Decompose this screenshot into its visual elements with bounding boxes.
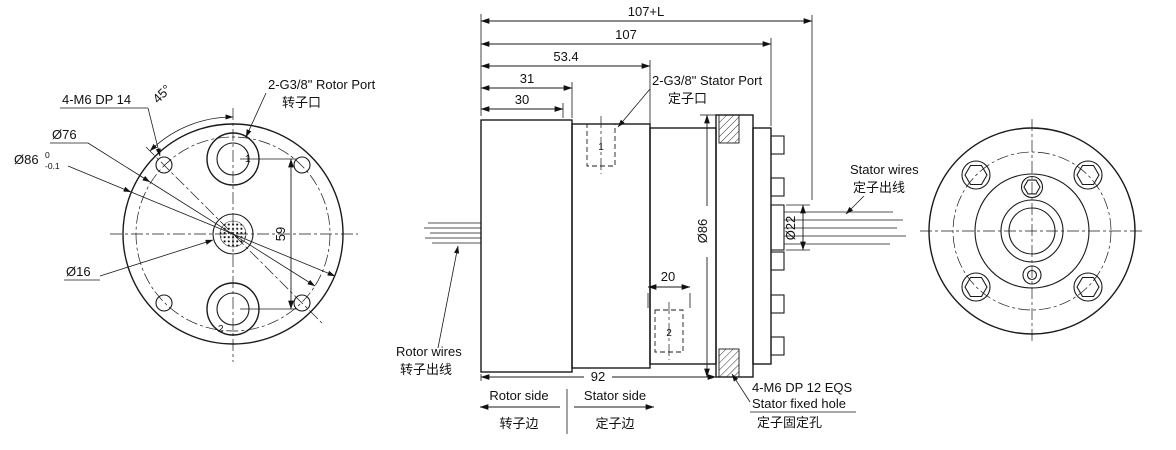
dim-59: 59 (240, 158, 297, 310)
label-rotor-wires: Rotor wires 转子出线 (396, 245, 462, 377)
label-fixed-hole: 4-M6 DP 12 EQS Stator fixed hole 定子固定孔 (731, 373, 856, 430)
stator-body (649, 127, 717, 365)
port-1-number: 1 (245, 154, 251, 165)
dim-92: 92 (480, 369, 717, 384)
label-stator-wires: Stator wires 定子出线 (845, 162, 919, 215)
wire-connector (770, 204, 785, 251)
section-port-1-number: 1 (598, 142, 604, 153)
rotor-mid-body (571, 123, 651, 369)
hub-hole-bottom (1022, 265, 1042, 285)
rotor-port-cn: 转子口 (282, 95, 321, 110)
side-legend: Rotor side Stator side 转子边 定子边 (479, 388, 655, 434)
dim-53-4: 53.4 (480, 49, 651, 126)
hex-bolt-sw (961, 272, 991, 302)
dim-30: 30 (480, 92, 564, 118)
dim-107: 107 (480, 27, 772, 126)
stator-wires-en: Stator wires (850, 162, 919, 177)
dim-107L-text: 107+L (628, 4, 665, 19)
rotor-body (480, 119, 573, 373)
fixed-hole-top (718, 114, 740, 144)
fixed-hole-cn: 定子固定孔 (757, 415, 822, 430)
dim-dia22: Ø22 (783, 204, 810, 251)
dim-30-text: 30 (515, 92, 529, 107)
hex-bolt-nw (961, 160, 991, 190)
fixed-hole-line1: 4-M6 DP 12 EQS (752, 380, 853, 395)
mount-hole-sw (155, 294, 173, 312)
center-bore (212, 213, 254, 255)
dim-53-4-text: 53.4 (553, 49, 578, 64)
rotor-wires-cn: 转子出线 (400, 362, 452, 377)
left-view: 1 2 59 45° 4-M6 DP 14 Ø76 (14, 77, 376, 362)
center-bore-outer (1000, 199, 1064, 263)
hex-bolt-ne (1073, 160, 1103, 190)
dia22-text: Ø22 (783, 216, 798, 241)
hex-screw-top (1020, 175, 1044, 199)
section-port-2-number: 2 (666, 328, 672, 339)
hidden-port-1: 1 (586, 116, 616, 174)
right-view (920, 119, 1144, 343)
label-dia16: Ø16 (64, 239, 214, 281)
dim-59-text: 59 (273, 227, 288, 241)
dia16-text: Ø16 (66, 264, 91, 279)
dia86-tol-upper: 0 (45, 150, 50, 160)
dim-31: 31 (480, 71, 573, 118)
mount-hole-nw (155, 156, 173, 174)
end-face-outer-circle (928, 127, 1136, 335)
rotor-wires-en: Rotor wires (396, 344, 462, 359)
stator-port-cn: 定子口 (668, 91, 707, 106)
stator-port-en: 2-G3/8" Stator Port (652, 73, 762, 88)
stator-side-en: Stator side (584, 388, 646, 403)
hidden-port-2: 2 (654, 302, 684, 360)
stator-side-cn: 定子边 (595, 416, 634, 431)
label-4m6: 4-M6 DP 14 (60, 92, 161, 157)
fixed-hole-line2: Stator fixed hole (752, 396, 846, 411)
label-4m6-text: 4-M6 DP 14 (62, 92, 131, 107)
dim-107L: 107+L (480, 4, 813, 200)
fixed-hole-bottom (718, 348, 740, 378)
dim-45deg: 45° (150, 82, 234, 152)
mount-hole-ne (293, 156, 311, 174)
section-view: 1 2 107+L 107 53.4 31 (396, 4, 919, 434)
dim-92-text: 92 (591, 369, 605, 384)
label-rotor-port: 2-G3/8" Rotor Port 转子口 (245, 77, 376, 138)
hub-circle (974, 173, 1090, 289)
hex-bolt-se (1073, 272, 1103, 302)
dim-20-text: 20 (661, 269, 675, 284)
rotor-side-cn: 转子边 (499, 416, 538, 431)
stator-wires (784, 211, 906, 245)
port-2-number: 2 (218, 324, 224, 335)
end-cap (752, 127, 772, 365)
dia86-tol-lower: -0.1 (45, 161, 60, 171)
stator-flange (715, 114, 754, 378)
rotor-port-en: 2-G3/8" Rotor Port (268, 77, 376, 92)
dia86-section-text: Ø86 (695, 219, 710, 244)
dim-107-text: 107 (615, 27, 637, 42)
terminal-blocks (770, 135, 785, 356)
mount-hole-se (293, 294, 311, 312)
center-bore-inner (1008, 207, 1056, 255)
dim-dia86: Ø86 (695, 114, 716, 378)
dim-20: 20 (647, 269, 691, 308)
dia76-text: Ø76 (52, 127, 77, 142)
label-dia86: Ø86 0 -0.1 (14, 150, 336, 277)
rotor-side-en: Rotor side (489, 388, 548, 403)
stator-wires-cn: 定子出线 (853, 180, 905, 195)
end-bolt-circle (952, 151, 1112, 311)
dia86-text: Ø86 (14, 152, 39, 167)
angle-45-text: 45° (150, 82, 175, 107)
rotor-wires (424, 222, 481, 244)
dim-31-text: 31 (520, 71, 534, 86)
label-stator-port: 2-G3/8" Stator Port 定子口 (617, 73, 762, 128)
